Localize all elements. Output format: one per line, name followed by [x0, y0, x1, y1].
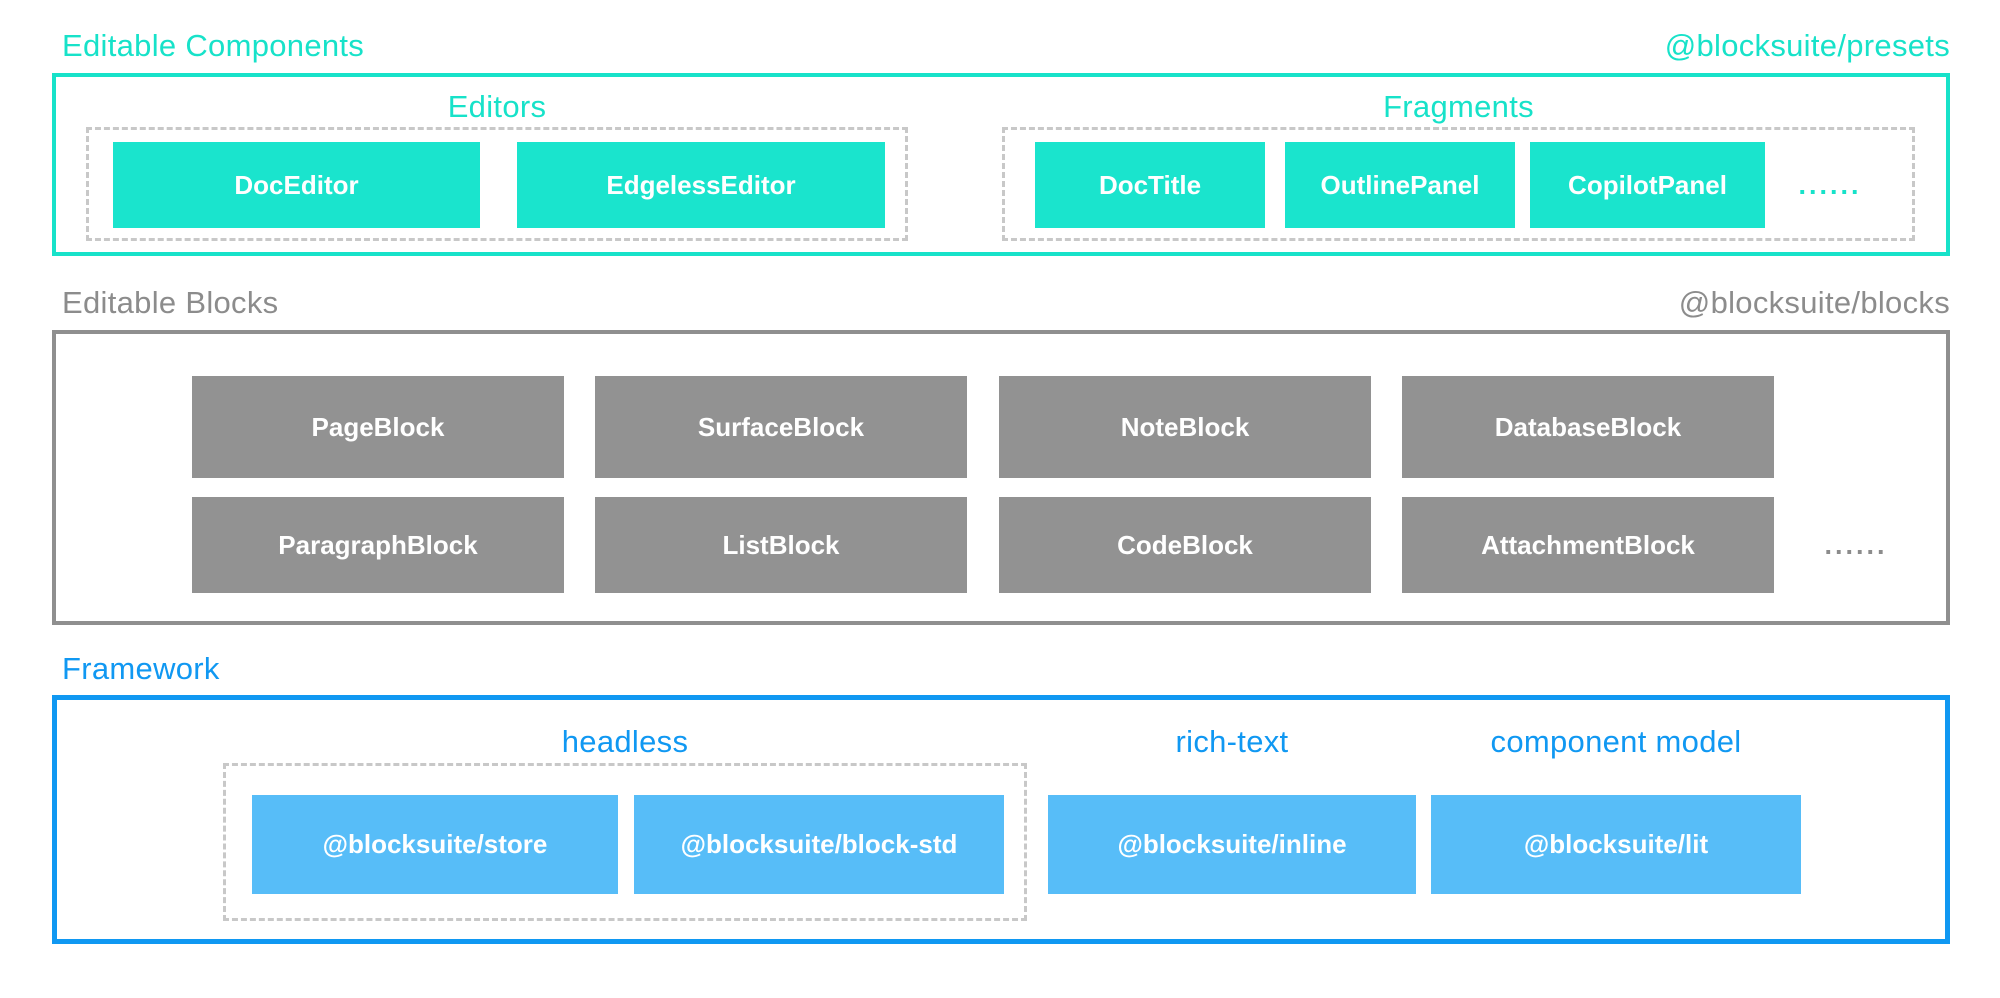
blocks-container: PageBlock SurfaceBlock NoteBlock Databas…	[52, 330, 1950, 625]
fragments-group-box: DocTitle OutlinePanel CopilotPanel .....…	[1002, 127, 1915, 241]
group-label-component-model: component model	[1490, 724, 1742, 759]
block-listblock: ListBlock	[595, 497, 967, 593]
block-attachmentblock: AttachmentBlock	[1402, 497, 1774, 593]
presets-container: Editors DocEditor EdgelessEditor Fragmen…	[52, 73, 1950, 256]
block-noteblock: NoteBlock	[999, 376, 1371, 478]
section-title-editable-blocks: Editable Blocks	[62, 285, 279, 320]
block-databaseblock: DatabaseBlock	[1402, 376, 1774, 478]
block-blocksuite-inline: @blocksuite/inline	[1048, 795, 1416, 894]
block-paragraphblock: ParagraphBlock	[192, 497, 564, 593]
package-label-presets: @blocksuite/presets	[1664, 28, 1950, 63]
block-blocksuite-store: @blocksuite/store	[252, 795, 618, 894]
section-title-editable-components: Editable Components	[62, 28, 365, 63]
group-label-rich-text: rich-text	[1175, 724, 1289, 759]
editors-group-box: DocEditor EdgelessEditor	[86, 127, 908, 241]
package-label-blocks: @blocksuite/blocks	[1678, 285, 1950, 320]
fragments-ellipsis: ......	[1798, 169, 1862, 200]
group-label-headless: headless	[561, 724, 689, 759]
block-copilotpanel: CopilotPanel	[1530, 142, 1765, 228]
block-blocksuite-block-std: @blocksuite/block-std	[634, 795, 1004, 894]
group-label-fragments: Fragments	[1383, 89, 1534, 124]
block-doctitle: DocTitle	[1035, 142, 1265, 228]
block-surfaceblock: SurfaceBlock	[595, 376, 967, 478]
section-title-framework: Framework	[62, 651, 220, 686]
headless-group-box: @blocksuite/store @blocksuite/block-std	[223, 763, 1027, 921]
block-blocksuite-lit: @blocksuite/lit	[1431, 795, 1801, 894]
group-label-editors: Editors	[447, 89, 547, 124]
framework-container: headless rich-text component model @bloc…	[52, 695, 1950, 944]
block-codeblock: CodeBlock	[999, 497, 1371, 593]
block-edgelesseditor: EdgelessEditor	[517, 142, 885, 228]
block-pageblock: PageBlock	[192, 376, 564, 478]
block-outlinepanel: OutlinePanel	[1285, 142, 1515, 228]
blocks-ellipsis: ......	[1824, 529, 1888, 560]
block-doceditor: DocEditor	[113, 142, 480, 228]
